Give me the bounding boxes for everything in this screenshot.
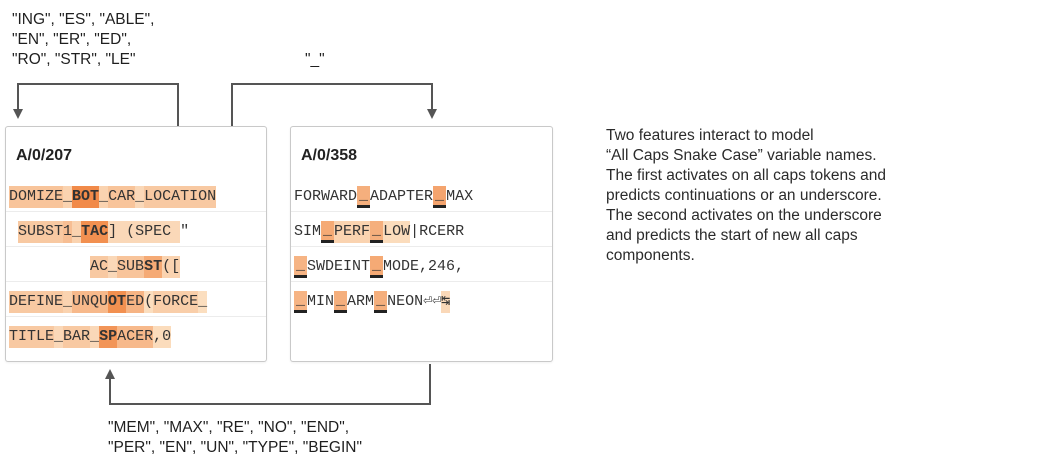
token: _ [370, 220, 384, 243]
token: ↹ [441, 290, 451, 313]
token: OT [108, 290, 127, 313]
example-row: _MIN_ARM_NEON⏎⏎↹ [291, 287, 552, 316]
token: _ [294, 290, 308, 313]
token: _ [334, 290, 348, 313]
token: MODE,246, [383, 257, 465, 275]
token: FORCE [153, 290, 199, 313]
token: PERF [334, 220, 371, 243]
token: DOMIZE [9, 185, 64, 208]
token: ([ [162, 255, 181, 278]
description-text: Two features interact to model “All Caps… [606, 127, 887, 264]
token: LOCATION [144, 185, 217, 208]
example-row: DOMIZE_BOT_CAR_LOCATION [6, 182, 266, 212]
token: SUBST [18, 220, 64, 243]
token: NEON [387, 292, 424, 310]
token: ADAPTER [370, 187, 434, 205]
token: SP [99, 325, 118, 348]
token: _ [108, 255, 118, 278]
token: _ [63, 185, 73, 208]
token: _ [54, 325, 64, 348]
token: (SPEC [117, 220, 181, 243]
arrow-feature-a-loop [13, 83, 179, 126]
token: _ [321, 220, 335, 243]
token: ,0 [153, 325, 172, 348]
token: MAX [446, 187, 474, 205]
feature-title: A/0/358 [301, 147, 358, 164]
example-row: SIM_PERF_LOW|RCERR [291, 217, 552, 247]
token: " [180, 222, 190, 240]
token: TITLE [9, 325, 55, 348]
token: UNQU [72, 290, 109, 313]
token: _ [374, 290, 388, 313]
token: _ [294, 255, 308, 278]
token: _ [357, 185, 371, 208]
token [9, 256, 90, 278]
example-row: FORWARD_ADAPTER_MAX [291, 182, 552, 212]
token: LOW [383, 220, 411, 243]
token: ( [144, 290, 154, 313]
top-left-token-list: "ING", "ES", "ABLE", "EN", "ER", "ED", "… [12, 11, 155, 68]
token: _ [370, 255, 384, 278]
token: FORWARD [294, 187, 358, 205]
token: RCERR [419, 222, 465, 240]
arrow-a-to-b [231, 83, 437, 126]
token: 1 [63, 220, 73, 243]
arrow-b-to-a [105, 364, 431, 405]
token: BOT [72, 185, 100, 208]
token: ] [108, 220, 118, 243]
token: ACER [117, 325, 154, 348]
token: _ [135, 185, 145, 208]
token: _ [90, 325, 100, 348]
token: DEFINE [9, 290, 64, 313]
token: BAR [63, 325, 91, 348]
token: SUB [117, 255, 145, 278]
example-row: _SWDEINT_MODE,246, [291, 252, 552, 282]
token: MIN [307, 292, 335, 310]
top-middle-token-list: "_" [305, 51, 325, 68]
token: ED [126, 290, 145, 313]
token: | [410, 222, 420, 240]
token: ARM [347, 292, 375, 310]
token: SIM [294, 222, 322, 240]
token: ⏎⏎ [423, 292, 442, 310]
token: TAC [81, 220, 109, 243]
token [9, 221, 18, 243]
token: ST [144, 255, 163, 278]
token: AC [90, 255, 109, 278]
bottom-token-list: "MEM", "MAX", "RE", "NO", "END", "PER", … [108, 419, 362, 456]
token: _ [198, 290, 208, 313]
feature-title: A/0/207 [16, 147, 73, 164]
token: CAR [108, 185, 136, 208]
token: _ [63, 290, 73, 313]
token: SWDEINT [307, 257, 371, 275]
token: _ [99, 185, 109, 208]
token: _ [433, 185, 447, 208]
token: _ [72, 220, 82, 243]
